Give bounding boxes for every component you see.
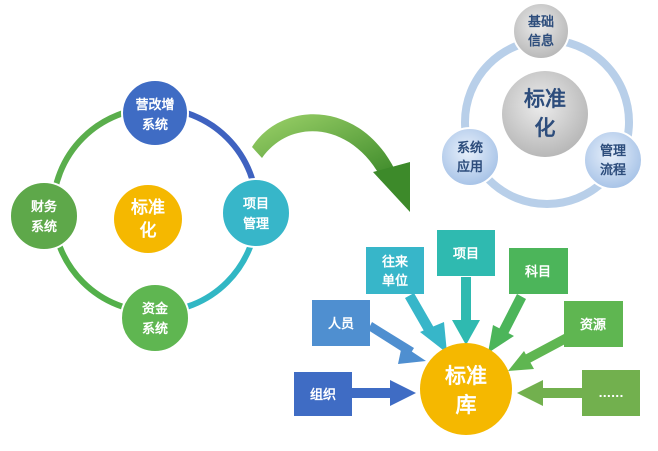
arrow-project bbox=[452, 277, 480, 345]
source-box-org-label: 组织 bbox=[310, 387, 336, 403]
tr-node-system-app-label-1: 系统 bbox=[457, 140, 483, 156]
source-box-subject bbox=[509, 248, 568, 294]
node-finance-system-label-2: 系统 bbox=[31, 219, 57, 235]
node-funds-system-label-1: 资金 bbox=[142, 301, 169, 317]
tr-node-basic-info-label-1: 基础 bbox=[527, 14, 554, 30]
source-box-more bbox=[582, 370, 640, 416]
source-box-project-label: 项目 bbox=[453, 247, 479, 262]
tr-node-mgmt-process bbox=[583, 130, 643, 190]
node-funds-system-label-2: 系统 bbox=[142, 321, 168, 337]
node-project-mgmt bbox=[221, 178, 291, 248]
curved-arrow-head bbox=[373, 162, 410, 212]
node-finance-system bbox=[9, 181, 79, 251]
source-box-resource-label: 资源 bbox=[580, 317, 606, 333]
tr-center-label-2: 化 bbox=[535, 116, 556, 140]
left-center-label-1: 标准 bbox=[131, 197, 165, 218]
arrow-partner bbox=[405, 293, 447, 353]
node-vat-system bbox=[121, 79, 189, 147]
left-center-label-2: 化 bbox=[140, 220, 157, 241]
node-project-mgmt-label-2: 管理 bbox=[243, 216, 269, 232]
tr-center-circle bbox=[502, 71, 588, 157]
node-vat-system-label-1: 营改增 bbox=[135, 97, 174, 113]
node-finance-system-label-1: 财务 bbox=[31, 199, 58, 215]
standard-library: 标准 库 组织 人员 往来 单位 项目 科目 资源 ...... bbox=[294, 230, 640, 435]
source-box-more-label: ...... bbox=[598, 387, 623, 400]
source-box-person bbox=[312, 300, 370, 346]
source-box-subject-label: 科目 bbox=[525, 264, 551, 280]
source-box-partner bbox=[366, 247, 424, 294]
source-box-resource bbox=[564, 301, 623, 347]
left-cycle: 标准 化 营改增 系统 项目 管理 资金 系统 财务 系统 bbox=[9, 79, 291, 353]
source-box-partner-label-2: 单位 bbox=[382, 273, 408, 289]
tr-node-system-app-label-2: 应用 bbox=[457, 159, 483, 175]
library-center-label-2: 库 bbox=[456, 393, 477, 417]
curved-arrow bbox=[252, 114, 410, 212]
tr-node-mgmt-process-label-1: 管理 bbox=[600, 143, 626, 159]
tr-node-system-app bbox=[440, 127, 500, 187]
source-box-project bbox=[437, 230, 495, 276]
tr-center-label-1: 标准 bbox=[524, 87, 566, 111]
arrow-more bbox=[517, 380, 582, 406]
left-center-circle bbox=[114, 185, 182, 253]
node-vat-system-label-2: 系统 bbox=[142, 117, 168, 133]
tr-node-mgmt-process-label-2: 流程 bbox=[600, 162, 626, 178]
curved-arrow-body bbox=[252, 114, 395, 176]
source-box-partner-label-1: 往来 bbox=[382, 254, 409, 270]
tr-node-basic-info bbox=[512, 2, 570, 60]
node-project-mgmt-label-1: 项目 bbox=[243, 197, 269, 212]
tr-node-basic-info-label-2: 信息 bbox=[528, 33, 554, 49]
arrow-org bbox=[352, 380, 416, 406]
library-center-circle bbox=[420, 343, 512, 435]
arrow-person bbox=[368, 322, 426, 364]
source-box-person-label: 人员 bbox=[328, 316, 354, 332]
arrow-subject bbox=[488, 294, 526, 353]
top-right-cycle: 标准 化 基础 信息 管理 流程 系统 应用 bbox=[440, 2, 643, 208]
source-box-org bbox=[294, 372, 352, 416]
arrow-resource bbox=[508, 334, 569, 371]
library-center-label-1: 标准 bbox=[445, 364, 487, 388]
node-funds-system bbox=[120, 283, 190, 353]
